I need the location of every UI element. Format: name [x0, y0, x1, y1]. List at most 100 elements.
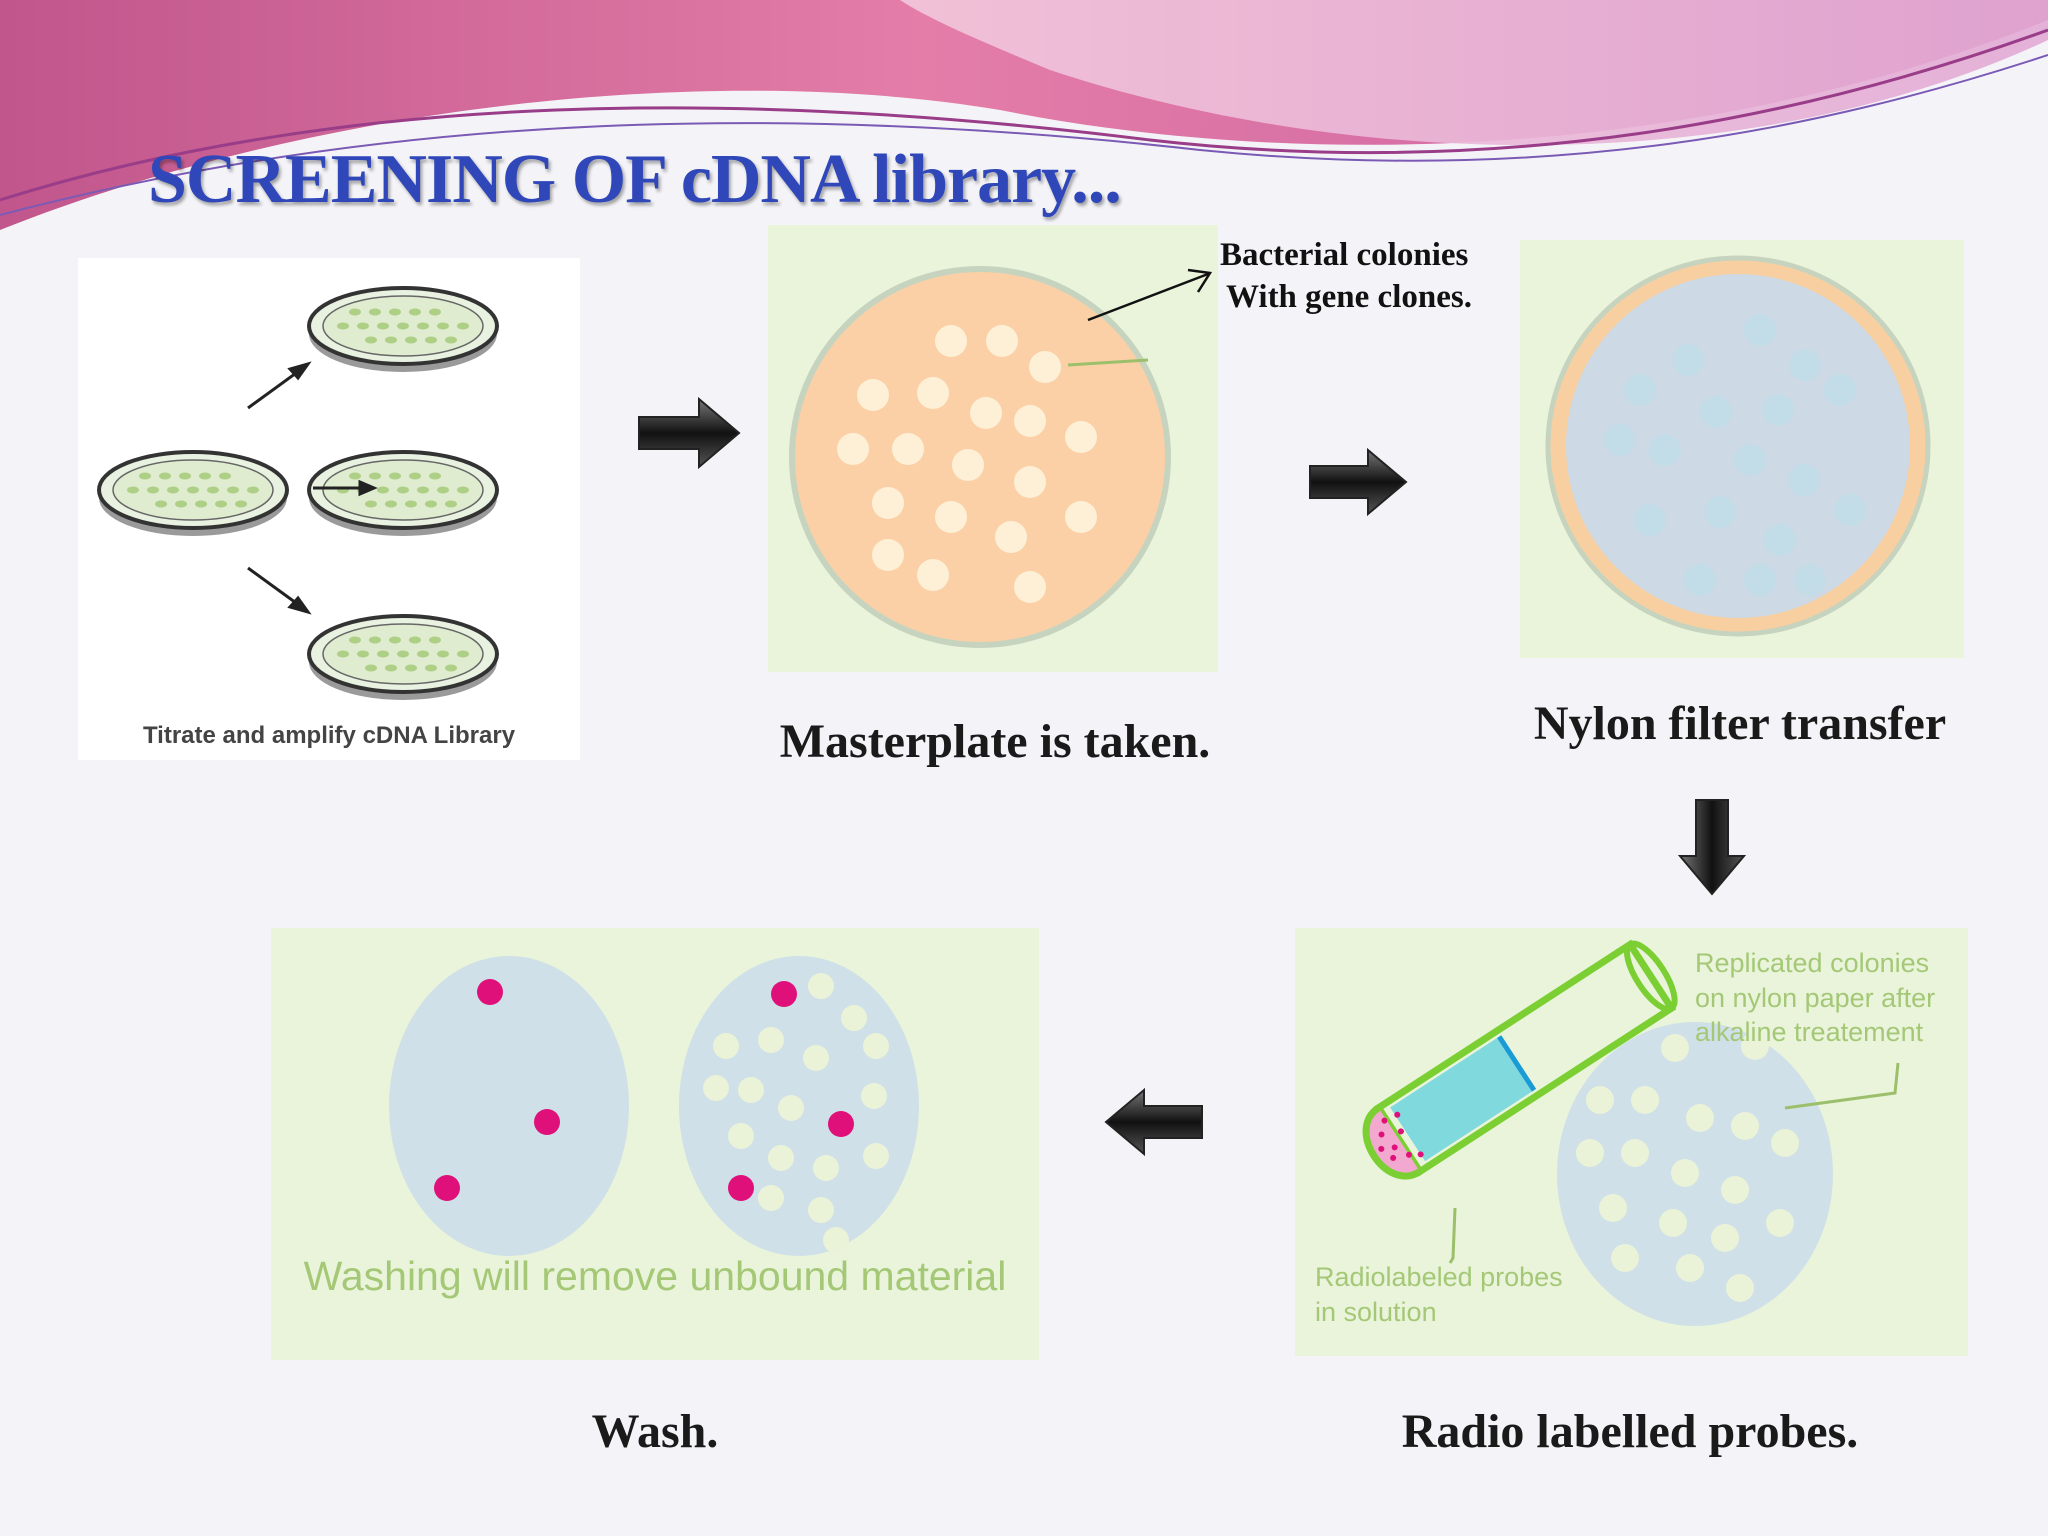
- colony: [445, 336, 457, 344]
- colony: [417, 322, 429, 330]
- titrate-amplify-illustration: [78, 258, 580, 760]
- colony: [369, 636, 381, 644]
- colony: [215, 500, 227, 508]
- colony: [235, 500, 247, 508]
- step1-caption: Titrate and amplify cDNA Library: [142, 722, 516, 749]
- colony: [385, 500, 397, 508]
- colony: [397, 322, 409, 330]
- colony: [437, 486, 449, 494]
- colony: [1686, 1104, 1714, 1132]
- colony: [713, 1033, 739, 1059]
- colony: [1744, 564, 1776, 596]
- wash-illustration: Washing will remove unbound material: [271, 928, 1039, 1360]
- bound-probe-spots: [434, 979, 854, 1201]
- colony: [377, 650, 389, 658]
- colony: [425, 664, 437, 672]
- colony: [952, 449, 984, 481]
- colony: [1599, 1194, 1627, 1222]
- step2-caption: Masterplate is taken.: [779, 715, 1211, 768]
- colony: [207, 486, 219, 494]
- colony: [841, 1005, 867, 1031]
- petri-dish: [307, 450, 499, 536]
- colony: [349, 472, 361, 480]
- colony: [872, 539, 904, 571]
- colony: [1744, 314, 1776, 346]
- colony: [409, 308, 421, 316]
- colony: [349, 636, 361, 644]
- colony: [863, 1033, 889, 1059]
- colony: [357, 322, 369, 330]
- colony: [365, 664, 377, 672]
- colony: [1604, 424, 1636, 456]
- colony: [389, 308, 401, 316]
- colony: [349, 308, 361, 316]
- colony: [728, 1123, 754, 1149]
- colony: [863, 1143, 889, 1169]
- colony: [159, 472, 171, 480]
- colony: [768, 1145, 794, 1171]
- petri-dish: [307, 614, 499, 700]
- colony: [837, 433, 869, 465]
- colony: [385, 664, 397, 672]
- colony: [1014, 405, 1046, 437]
- radiolabel-probes-illustration: Replicated colonies on nylon paper after…: [1295, 928, 1968, 1356]
- slide-title: SCREENING OF cDNA library...: [148, 141, 1122, 218]
- colony: [369, 472, 381, 480]
- label-colonies-line-1: Replicated colonies: [1695, 948, 1929, 978]
- colony: [405, 500, 417, 508]
- colony: [1834, 494, 1866, 526]
- petri-dish: [97, 450, 289, 536]
- callout-line-1: Bacterial colonies: [1220, 237, 1469, 273]
- colony: [1014, 466, 1046, 498]
- colony: [389, 472, 401, 480]
- colony: [139, 472, 151, 480]
- colony: [1661, 1034, 1689, 1062]
- step4-caption: Radio labelled probes.: [1401, 1405, 1859, 1458]
- colony: [1634, 504, 1666, 536]
- colony: [1764, 524, 1796, 556]
- colony: [397, 650, 409, 658]
- colony: [417, 650, 429, 658]
- colony: [1794, 564, 1826, 596]
- colony: [1762, 394, 1794, 426]
- colony: [1721, 1176, 1749, 1204]
- colony: [405, 664, 417, 672]
- colony: [1766, 1209, 1794, 1237]
- colony: [917, 559, 949, 591]
- colony: [1731, 1112, 1759, 1140]
- colony: [1029, 351, 1061, 383]
- colony: [986, 325, 1018, 357]
- colony: [1014, 571, 1046, 603]
- colony: [823, 1227, 849, 1253]
- colony: [758, 1185, 784, 1211]
- colony: [1824, 374, 1856, 406]
- colony: [703, 1075, 729, 1101]
- label-probes-line-1: Radiolabeled probes: [1315, 1262, 1563, 1292]
- colony: [1065, 501, 1097, 533]
- colony: [1711, 1224, 1739, 1252]
- colony: [429, 308, 441, 316]
- colony: [167, 486, 179, 494]
- step5-caption: Wash.: [591, 1405, 719, 1458]
- label-probes-line-2: in solution: [1315, 1297, 1437, 1327]
- colony: [429, 636, 441, 644]
- colony: [1676, 1254, 1704, 1282]
- colony: [1788, 464, 1820, 496]
- colony: [1671, 1159, 1699, 1187]
- colony: [147, 486, 159, 494]
- colony: [357, 650, 369, 658]
- colony: [808, 973, 834, 999]
- colony: [872, 487, 904, 519]
- colony: [437, 322, 449, 330]
- nylon-filter-illustration: [1520, 240, 1964, 658]
- spread-arrows: [247, 361, 378, 615]
- petri-dish: [307, 286, 499, 372]
- colony: [155, 500, 167, 508]
- colony: [1649, 434, 1681, 466]
- callout-pointer-arrow: [1087, 268, 1213, 322]
- colony: [813, 1155, 839, 1181]
- colony: [377, 322, 389, 330]
- test-tube: [1362, 939, 1678, 1180]
- colony: [857, 379, 889, 411]
- colony: [365, 336, 377, 344]
